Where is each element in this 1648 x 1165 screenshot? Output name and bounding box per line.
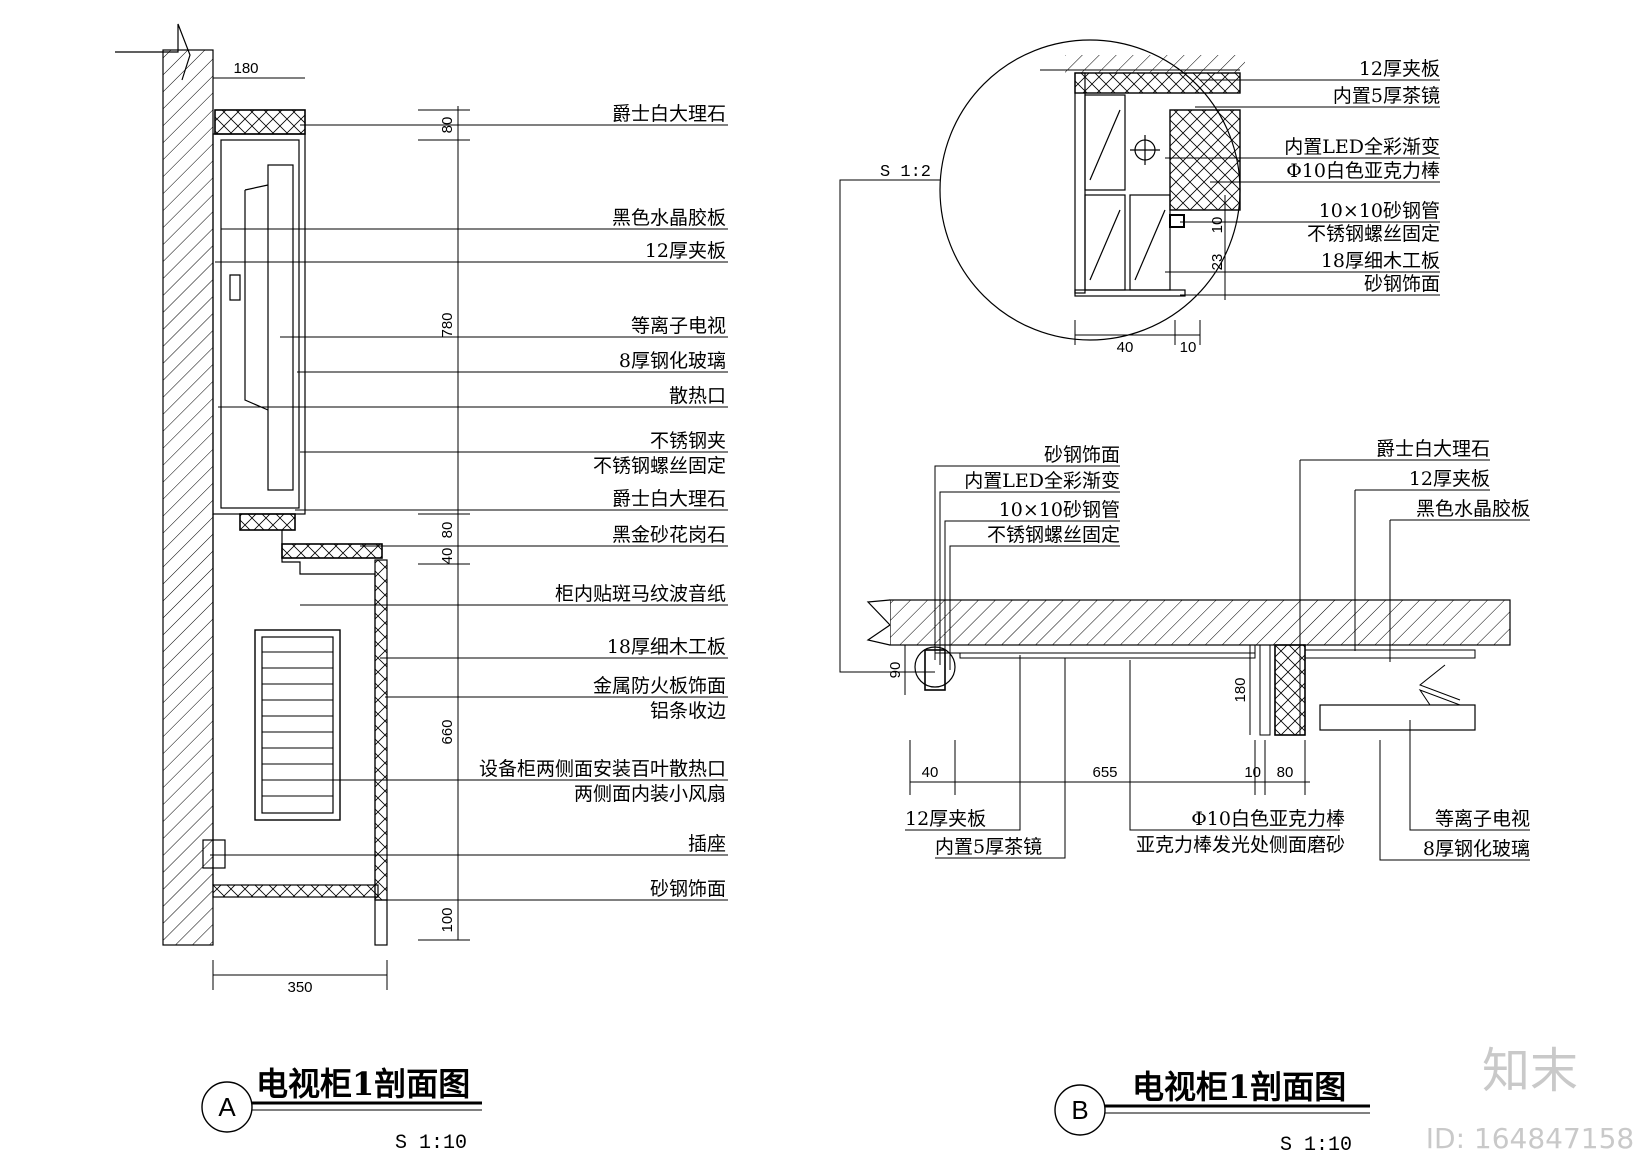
label-a-1: 黑色水晶胶板	[612, 207, 726, 229]
label-d-1: 内置5厚茶镜	[1333, 85, 1440, 107]
label-a-2: 12厚夹板	[645, 240, 726, 262]
dim-a-40: 40	[439, 548, 456, 565]
dim-d-23: 23	[1209, 254, 1226, 271]
label-b-top-0: 砂钢饰面	[1044, 444, 1120, 466]
dim-a-780: 780	[439, 312, 456, 337]
detail-callout	[839, 39, 1440, 673]
label-a-15: 两侧面内装小风扇	[574, 783, 726, 805]
label-b-bot-0: 12厚夹板	[905, 808, 986, 830]
label-b-top-6: 黑色水晶胶板	[1416, 498, 1530, 520]
label-b-bot-4: 等离子电视	[1435, 808, 1530, 830]
dim-a-180: 180	[233, 60, 258, 77]
label-b-bot-3: 亚克力棒发光处侧面磨砂	[1136, 834, 1345, 856]
label-a-14: 设备柜两侧面安装百叶散热口	[479, 758, 726, 780]
dim-d-40: 40	[1117, 339, 1134, 356]
section-a-scale: S 1:10	[395, 1132, 467, 1155]
label-b-bot-1: 内置5厚茶镜	[935, 836, 1042, 858]
dim-b-90: 90	[887, 662, 904, 679]
label-a-0: 爵士白大理石	[612, 103, 726, 125]
label-a-3: 等离子电视	[631, 315, 726, 337]
detail-text: S 1:2 12厚夹板 内置5厚茶镜 内置LED全彩渐变 Φ10白色亚克力棒 1…	[880, 58, 1440, 356]
dim-b-10: 10	[1244, 764, 1261, 781]
label-a-10: 柜内贴斑马纹波音纸	[555, 583, 726, 605]
watermark-logo: 知末	[1482, 1043, 1578, 1099]
label-b-top-1: 内置LED全彩渐变	[964, 470, 1120, 492]
section-a	[115, 23, 728, 1133]
section-b-scale: S 1:10	[1280, 1134, 1352, 1157]
watermark-id: ID: 164847158	[1426, 1122, 1634, 1155]
label-b-bot-2: Φ10白色亚克力棒	[1191, 808, 1345, 830]
section-mark-circle-a	[201, 1081, 253, 1133]
label-b-top-5: 12厚夹板	[1409, 468, 1490, 490]
dim-a-350: 350	[287, 979, 312, 996]
label-d-7: 砂钢饰面	[1364, 273, 1440, 295]
section-b-title: 电视柜1剖面图	[1132, 1068, 1346, 1106]
detail-scale: S 1:2	[880, 163, 931, 182]
label-a-7: 不锈钢螺丝固定	[593, 455, 726, 477]
label-d-6: 18厚细木工板	[1321, 250, 1440, 272]
label-d-0: 12厚夹板	[1359, 58, 1440, 80]
label-d-4: 10×10砂钢管	[1319, 200, 1440, 222]
label-b-top-3: 不锈钢螺丝固定	[987, 524, 1120, 546]
label-d-2: 内置LED全彩渐变	[1284, 136, 1440, 158]
dim-d-10-h: 10	[1180, 339, 1197, 356]
label-a-4: 8厚钢化玻璃	[619, 350, 726, 372]
leaders-b	[905, 459, 1530, 861]
label-b-bot-5: 8厚钢化玻璃	[1423, 838, 1530, 860]
label-a-5: 散热口	[669, 385, 726, 407]
dim-a-100: 100	[439, 907, 456, 932]
label-a-6: 不锈钢夹	[650, 430, 726, 452]
section-mark-b: B	[1071, 1095, 1088, 1125]
dim-b-655: 655	[1092, 764, 1117, 781]
dim-d-10-v: 10	[1209, 217, 1226, 234]
label-b-top-4: 爵士白大理石	[1376, 438, 1490, 460]
label-a-16: 插座	[688, 833, 726, 855]
label-a-13: 铝条收边	[650, 700, 726, 722]
label-a-17: 砂钢饰面	[650, 878, 726, 900]
wall-hatch	[162, 49, 214, 946]
label-a-12: 金属防火板饰面	[593, 675, 726, 697]
label-a-9: 黑金砂花岗石	[612, 524, 726, 546]
socket	[202, 839, 226, 869]
louver-slats	[262, 651, 333, 797]
section-b-text: 砂钢饰面 内置LED全彩渐变 10×10砂钢管 不锈钢螺丝固定 爵士白大理石 1…	[887, 438, 1530, 1157]
section-mark-a: A	[218, 1092, 236, 1122]
leaders-a	[210, 124, 728, 901]
section-mark-circle-b	[1054, 1084, 1106, 1136]
label-b-top-2: 10×10砂钢管	[999, 499, 1120, 521]
section-a-title: 电视柜1剖面图	[256, 1065, 470, 1103]
dim-a-660: 660	[439, 719, 456, 744]
section-b	[866, 459, 1530, 1136]
label-d-3: Φ10白色亚克力棒	[1286, 160, 1440, 182]
dim-b-180: 180	[1232, 677, 1249, 702]
leaders-detail	[1165, 79, 1440, 296]
dim-b-80: 80	[1277, 764, 1294, 781]
section-a-text: 180 80 780 80 40 660 100 350 爵士白大理石 黑色水晶…	[218, 60, 726, 1155]
label-a-8: 爵士白大理石	[612, 488, 726, 510]
dim-a-80-mid: 80	[439, 522, 456, 539]
label-d-5: 不锈钢螺丝固定	[1307, 223, 1440, 245]
dim-b-40: 40	[922, 764, 939, 781]
dim-a-80-top: 80	[439, 117, 456, 134]
watermark: 知末 ID: 164847158	[1426, 1043, 1634, 1155]
label-a-11: 18厚细木工板	[607, 636, 726, 658]
